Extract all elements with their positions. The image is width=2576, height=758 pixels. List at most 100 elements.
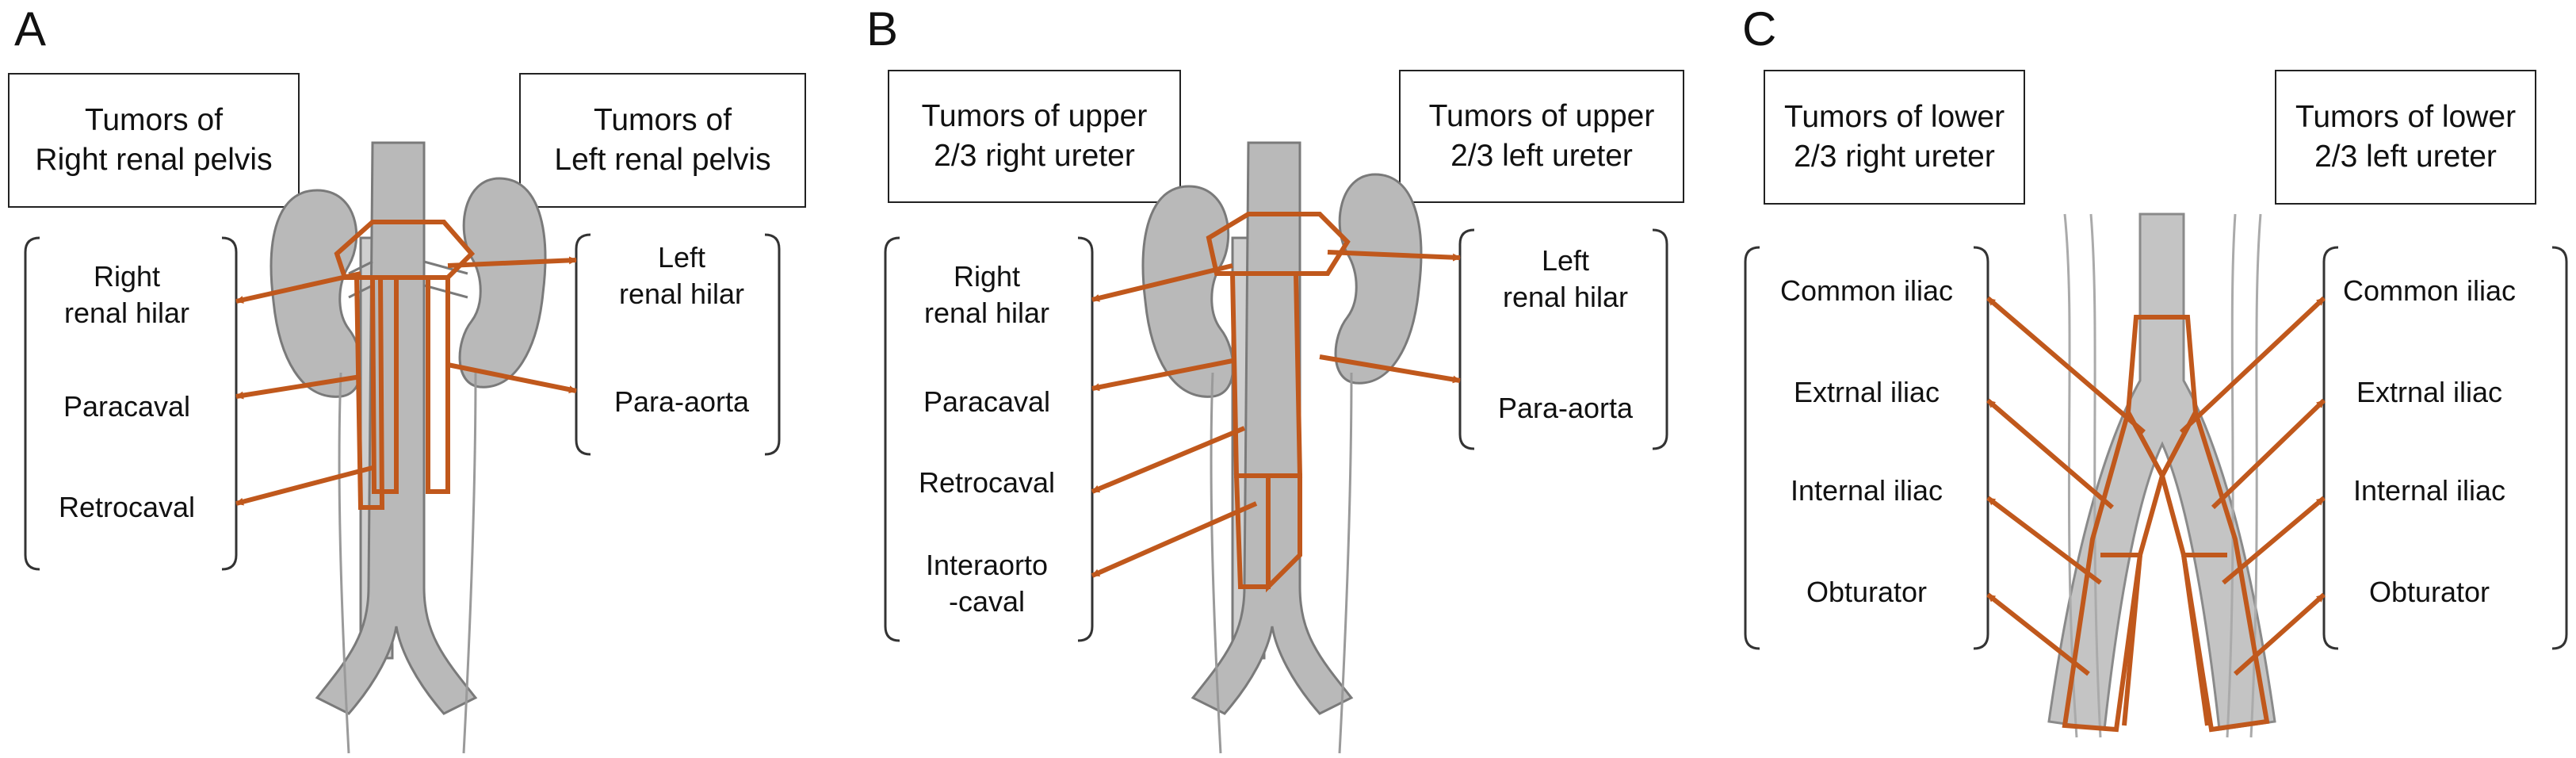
label-line: Common iliac [1779,274,1954,307]
label-retrocaval: Retrocaval [40,489,214,526]
left-bracket [1077,236,1094,642]
label-internal-iliac-right: Internal iliac [2314,473,2544,509]
box-line: 2/3 right ureter [1794,140,1995,174]
panel-letter: B [866,2,899,56]
label-internal-iliac-left: Internal iliac [1752,473,1982,509]
label-line: Left [1541,244,1590,277]
arrow-retrocaval [1091,426,1246,494]
left-bracket [1973,246,1989,650]
label-line: Extrnal iliac [2356,376,2503,408]
arrow-right-renal-hilar [1091,263,1233,302]
label-line: Extrnal iliac [1793,376,1940,408]
right-bracket [2551,246,2568,650]
ureters [1210,372,1353,754]
box-line: 2/3 right ureter [934,139,1135,173]
retrocaval-column [369,275,399,494]
left-iliac-inner [2180,553,2227,726]
lymph-outlines [2062,315,2270,733]
arrow-paracaval [235,374,361,400]
arrow-para-aorta [447,362,577,394]
label-line: Obturator [2368,576,2490,608]
aorta [1191,141,1354,715]
box-line: 2/3 left ureter [2314,140,2497,174]
label-line: Left [657,241,706,274]
box-line: Tumors of lower [2295,100,2517,134]
right-bracket [2322,246,2339,650]
label-line: Common iliac [2342,274,2517,307]
box-line: 2/3 left ureter [1450,139,1633,173]
label-line: Paracaval [63,390,191,423]
anatomy [1141,141,1423,715]
label-line: Retrocaval [58,491,196,523]
label-common-iliac-right: Common iliac [2314,273,2544,309]
right-bracket [1458,228,1475,450]
panel-letter: A [14,2,47,56]
label-line: renal hilar [1502,281,1629,313]
left-title-box: Tumors of upper 2/3 right ureter [888,70,1181,203]
right-ureter [2063,213,2078,738]
box-line: Right renal pelvis [35,143,273,177]
label-para-aorta: Para-aorta [1474,390,1657,427]
left-ureter [462,372,477,754]
label-left-renal-hilar: Left renal hilar [590,239,773,312]
panel-b-illustration [884,141,1668,754]
right-kidney [269,189,363,398]
label-retrocaval: Retrocaval [900,465,1074,501]
right-bracket [575,233,591,456]
right-ureter [1210,372,1222,754]
arrows [1986,296,2326,676]
left-bracket [1744,246,1760,650]
label-left-renal-hilar: Left renal hilar [1474,243,1657,316]
right-bracket [764,233,781,456]
arrow-obturator-right [2234,592,2326,676]
box-line: Left renal pelvis [554,143,771,177]
ureters [338,372,477,754]
box-line: Tumors of upper [1428,99,1655,133]
right-title-box: Tumors of upper 2/3 left ureter [1399,70,1684,203]
left-bracket [884,236,900,642]
label-right-renal-hilar: Right renal hilar [40,258,214,331]
label-line: renal hilar [618,278,745,310]
label-line: renal hilar [63,297,190,329]
label-external-iliac-left: Extrnal iliac [1752,374,1982,411]
label-paracaval: Paracaval [40,389,214,425]
label-line: Paracaval [923,385,1051,418]
right-title-box: Tumors of lower 2/3 left ureter [2275,70,2536,205]
label-line: Retrocaval [918,466,1056,499]
left-kidney [458,177,547,389]
label-para-aorta: Para-aorta [590,384,773,420]
anatomy [269,141,547,715]
left-ureter [1338,372,1353,754]
label-line: Para-aorta [613,385,750,418]
left-iliac-outline [2159,406,2270,733]
box-line: Tumors of [593,103,732,137]
label-line: Obturator [1806,576,1928,608]
para-aortic-column [426,275,450,494]
label-paracaval: Paracaval [900,384,1074,420]
label-common-iliac-left: Common iliac [1752,273,1982,309]
label-line: Internal iliac [2352,474,2506,507]
label-line: Para-aorta [1497,392,1634,424]
label-line: Internal iliac [1790,474,1943,507]
label-line: renal hilar [923,297,1050,329]
label-obturator-right: Obturator [2314,574,2544,611]
box-line: Tumors of upper [921,99,1148,133]
right-ureter-2 [2089,213,2102,738]
arrow-retrocaval [235,465,373,506]
hilar-outline [1206,212,1351,276]
arrow-external-iliac-right [2211,398,2326,510]
left-kidney [1334,173,1423,385]
arrow-obturator-left [1986,592,2090,676]
label-line: Right [93,260,161,293]
ureters [2063,213,2262,738]
right-title-box: Tumors of Left renal pelvis [519,73,806,208]
panel-letter: C [1742,2,1777,56]
arrow-paracaval [1091,358,1233,392]
lymph-outlines [1206,212,1351,593]
arrow-para-aorta [1319,354,1461,384]
